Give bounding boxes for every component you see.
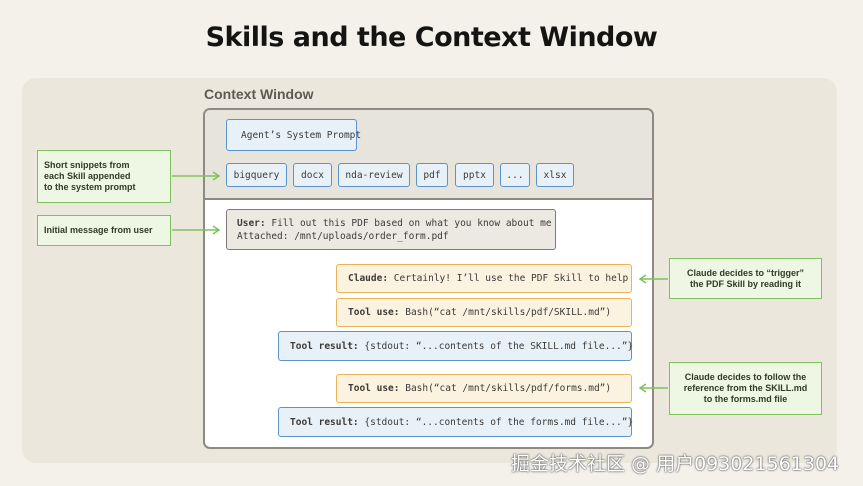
skill-chip-pptx: pptx xyxy=(455,163,494,187)
context-window-label: Context Window xyxy=(204,86,314,102)
skill-chip-bigquery: bigquery xyxy=(226,163,287,187)
arrow-head xyxy=(638,274,647,284)
annotation-initial-message: Initial message from user xyxy=(37,215,171,246)
tool-use-prefix: Tool use: xyxy=(348,383,400,394)
tool-use-text: Bash(“cat /mnt/skills/pdf/SKILL.md”) xyxy=(405,307,612,318)
tool-result-box-skill: Tool result: {stdout: “...contents of th… xyxy=(278,331,634,361)
skill-chip-ellipsis: ... xyxy=(500,163,530,187)
user-message-line-1: User: Fill out this PDF based on what yo… xyxy=(237,217,552,230)
annotation-line: the PDF Skill by reading it xyxy=(689,278,802,289)
diagram-title: Skills and the Context Window xyxy=(205,22,658,53)
user-prefix: User: xyxy=(237,217,266,229)
annotation-follow-reference: Claude decides to follow the reference f… xyxy=(669,362,822,415)
skill-chip-label: xlsx xyxy=(543,169,567,181)
tool-result-box-forms: Tool result: {stdout: “...contents of th… xyxy=(278,407,634,437)
tool-result-prefix: Tool result: xyxy=(290,340,359,352)
skill-chip-label: ... xyxy=(506,169,524,181)
tool-use-box-skill: Tool use: Bash(“cat /mnt/skills/pdf/SKIL… xyxy=(336,298,632,327)
skill-chip-label: bigquery xyxy=(233,169,280,181)
tool-use-prefix: Tool use: xyxy=(348,307,400,318)
skill-chip-label: docx xyxy=(301,169,324,181)
user-message-text: Fill out this PDF based on what you know… xyxy=(271,217,552,229)
annotation-line: each Skill appended xyxy=(44,171,131,181)
arrow-head xyxy=(212,171,221,181)
annotation-skill-snippets: Short snippets from each Skill appended … xyxy=(37,150,171,203)
system-prompt-text: Agent’s System Prompt xyxy=(241,129,362,141)
tool-result-text: {stdout: “...contents of the SKILL.md fi… xyxy=(364,340,634,352)
skill-chip-nda-review: nda-review xyxy=(338,163,410,187)
skill-chip-docx: docx xyxy=(293,163,332,187)
annotation-line: Claude decides to follow the xyxy=(684,372,807,382)
arrow-head xyxy=(638,383,647,393)
skill-chip-pdf: pdf xyxy=(416,163,448,187)
annotation-line: Claude decides to “trigger” xyxy=(686,267,805,278)
annotation-line: Initial message from user xyxy=(44,225,153,235)
annotation-line: Short snippets from xyxy=(44,160,130,170)
claude-reply-text: Certainly! I’ll use the PDF Skill to hel… xyxy=(393,273,629,284)
annotation-line: to the system prompt xyxy=(44,182,136,192)
claude-prefix: Claude: xyxy=(348,273,389,284)
annotation-line: to the forms.md file xyxy=(703,394,788,404)
tool-result-text: {stdout: “...contents of the forms.md fi… xyxy=(364,416,634,428)
claude-reply-box: Claude: Certainly! I’ll use the PDF Skil… xyxy=(336,264,632,293)
tool-use-box-forms: Tool use: Bash(“cat /mnt/skills/pdf/form… xyxy=(336,374,632,403)
skill-chip-xlsx: xlsx xyxy=(536,163,574,187)
annotation-line: reference from the SKILL.md xyxy=(683,383,808,393)
tool-use-text: Bash(“cat /mnt/skills/pdf/forms.md”) xyxy=(405,383,612,394)
system-prompt-box: Agent’s System Prompt xyxy=(226,119,361,151)
skill-chip-label: pdf xyxy=(423,169,441,181)
tool-result-prefix: Tool result: xyxy=(290,416,359,428)
user-message-box: User: Fill out this PDF based on what yo… xyxy=(226,209,556,250)
user-attachment-line: Attached: /mnt/uploads/order_form.pdf xyxy=(237,230,449,242)
skill-chip-label: nda-review xyxy=(345,169,403,181)
skill-chip-label: pptx xyxy=(463,169,486,181)
watermark: 掘金技术社区 @ 用户093021561304 xyxy=(511,453,840,475)
annotation-trigger: Claude decides to “trigger” the PDF Skil… xyxy=(669,258,822,299)
arrow-head xyxy=(212,225,221,235)
